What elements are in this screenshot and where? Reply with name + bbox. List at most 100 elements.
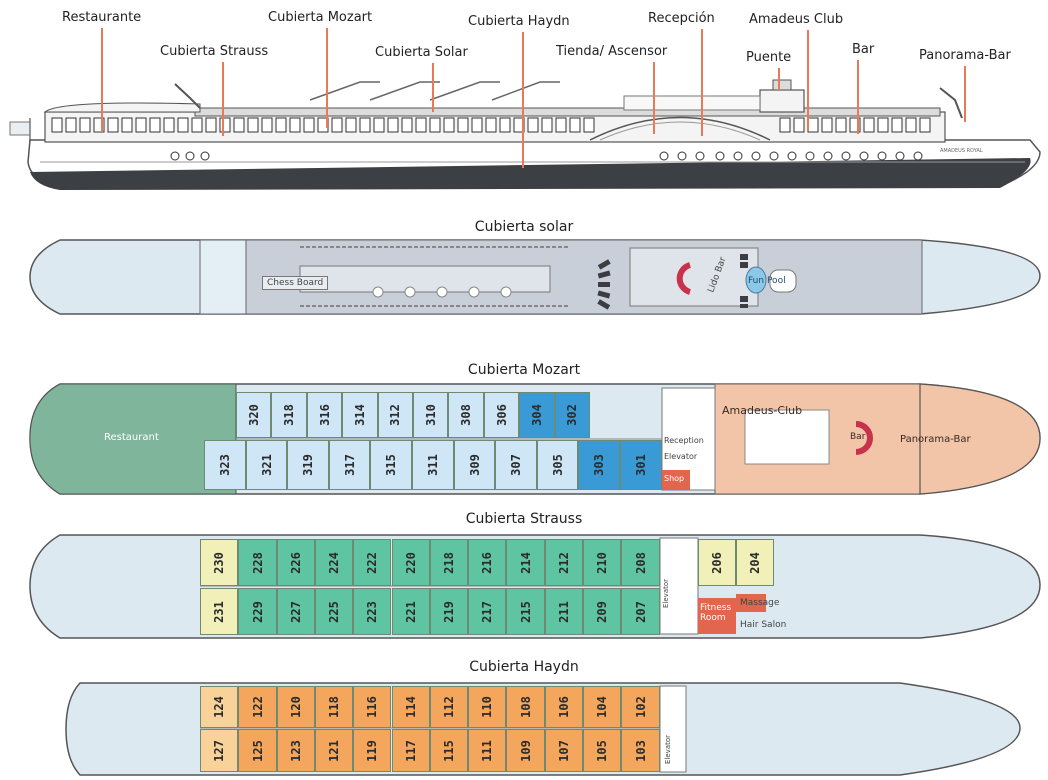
cabin-216: 216 <box>468 539 507 586</box>
cabin-105: 105 <box>583 729 622 772</box>
cabin-224: 224 <box>314 539 354 586</box>
cabin-number: 221 <box>403 600 418 623</box>
ship-window <box>275 117 287 133</box>
cabin-number: 122 <box>250 696 265 718</box>
cabin-204: 204 <box>736 539 774 586</box>
cabin-number: 111 <box>480 739 495 762</box>
cabin-number: 118 <box>327 696 342 718</box>
cabin-number: 305 <box>550 454 565 476</box>
cabin-223: 223 <box>353 588 392 635</box>
cabin-320: 320 <box>236 392 272 438</box>
cabin-number: 103 <box>633 739 648 762</box>
ship-porthole <box>185 151 195 161</box>
cabin-number: 207 <box>633 600 648 623</box>
restaurant-label: Restaurant <box>104 432 159 443</box>
cabin-number: 321 <box>259 454 274 476</box>
cabin-number: 204 <box>748 551 762 574</box>
cabin-number: 318 <box>282 404 297 426</box>
ship-porthole <box>170 151 180 161</box>
ship-window <box>65 117 77 133</box>
ship-window <box>457 117 469 133</box>
ship-window <box>821 117 833 133</box>
cabin-number: 119 <box>365 739 380 762</box>
cabin-301: 301 <box>620 440 662 490</box>
cabin-number: 315 <box>384 454 399 476</box>
cabin-110: 110 <box>468 686 507 728</box>
cabin-212: 212 <box>544 539 583 586</box>
deck-title-haydn: Cubierta Haydn <box>469 659 579 675</box>
cabin-number: 227 <box>288 600 303 623</box>
ship-window <box>373 117 385 133</box>
cabin-111: 111 <box>468 729 507 772</box>
cabin-229: 229 <box>238 588 277 635</box>
cabin-number: 115 <box>441 739 456 762</box>
cabin-114: 114 <box>391 686 430 728</box>
callout-cubierta-strauss: Cubierta Strauss <box>160 44 269 59</box>
cabin-number: 229 <box>250 600 265 623</box>
strauss-elevator-label: Elevator <box>662 578 670 608</box>
ship-window <box>863 117 875 133</box>
cabin-number: 108 <box>518 696 533 718</box>
cabin-number: 317 <box>342 454 357 476</box>
ship-window <box>303 117 315 133</box>
ship-porthole <box>913 151 923 161</box>
ship-window <box>163 117 175 133</box>
cabin-number: 120 <box>288 696 303 718</box>
cabin-number: 127 <box>212 739 227 762</box>
ship-window <box>527 117 539 133</box>
amadeus-club-label: Amadeus-Club <box>722 404 803 417</box>
shop-label: Shop <box>664 474 685 483</box>
cabin-104: 104 <box>583 686 622 728</box>
ship-porthole <box>677 151 687 161</box>
cabin-number: 319 <box>300 454 315 476</box>
cabin-number: 310 <box>423 404 438 426</box>
ship-porthole <box>751 151 761 161</box>
ship-window <box>471 117 483 133</box>
cabin-317: 317 <box>328 440 371 490</box>
ship-window <box>835 117 847 133</box>
ship-porthole <box>859 151 869 161</box>
cabin-number: 209 <box>595 600 610 623</box>
ship-window <box>345 117 357 133</box>
cabin-315: 315 <box>370 440 412 490</box>
panorama-bar-label: Panorama-Bar <box>900 434 971 445</box>
cabin-number: 125 <box>250 739 265 762</box>
cabin-312: 312 <box>377 392 413 438</box>
callout-cubierta-solar: Cubierta Solar <box>375 45 468 60</box>
cabin-number: 211 <box>556 600 571 623</box>
cabin-number: 226 <box>288 551 303 574</box>
cabin-304: 304 <box>519 392 555 438</box>
cabin-number: 231 <box>212 600 227 623</box>
ship-porthole <box>769 151 779 161</box>
cabin-number: 304 <box>529 404 544 426</box>
cabin-222: 222 <box>353 539 392 586</box>
cabin-221: 221 <box>391 588 430 635</box>
ship-window <box>891 117 903 133</box>
cabin-305: 305 <box>536 440 579 490</box>
bar-label: Bar <box>850 432 866 442</box>
ship-window <box>177 117 189 133</box>
cabin-number: 114 <box>403 696 418 718</box>
cabin-118: 118 <box>314 686 354 728</box>
cabin-122: 122 <box>238 686 277 728</box>
cabin-number: 309 <box>467 454 482 476</box>
cabin-number: 110 <box>480 696 495 718</box>
cabin-number: 230 <box>212 551 227 574</box>
cabin-323: 323 <box>204 440 246 490</box>
cabin-215: 215 <box>506 588 545 635</box>
cabin-112: 112 <box>429 686 469 728</box>
cabin-302: 302 <box>554 392 590 438</box>
ship-window <box>233 117 245 133</box>
ship-window <box>219 117 231 133</box>
cabin-208: 208 <box>621 539 660 586</box>
cabin-228: 228 <box>238 539 277 586</box>
cabin-120: 120 <box>276 686 315 728</box>
cabin-214: 214 <box>506 539 545 586</box>
ship-window <box>359 117 371 133</box>
cabin-number: 228 <box>250 551 265 574</box>
cabin-number: 314 <box>352 404 367 426</box>
ship-window <box>107 117 119 133</box>
callout-puente: Puente <box>746 50 792 65</box>
reception-label: Reception <box>664 436 704 445</box>
cabin-number: 301 <box>633 454 648 476</box>
